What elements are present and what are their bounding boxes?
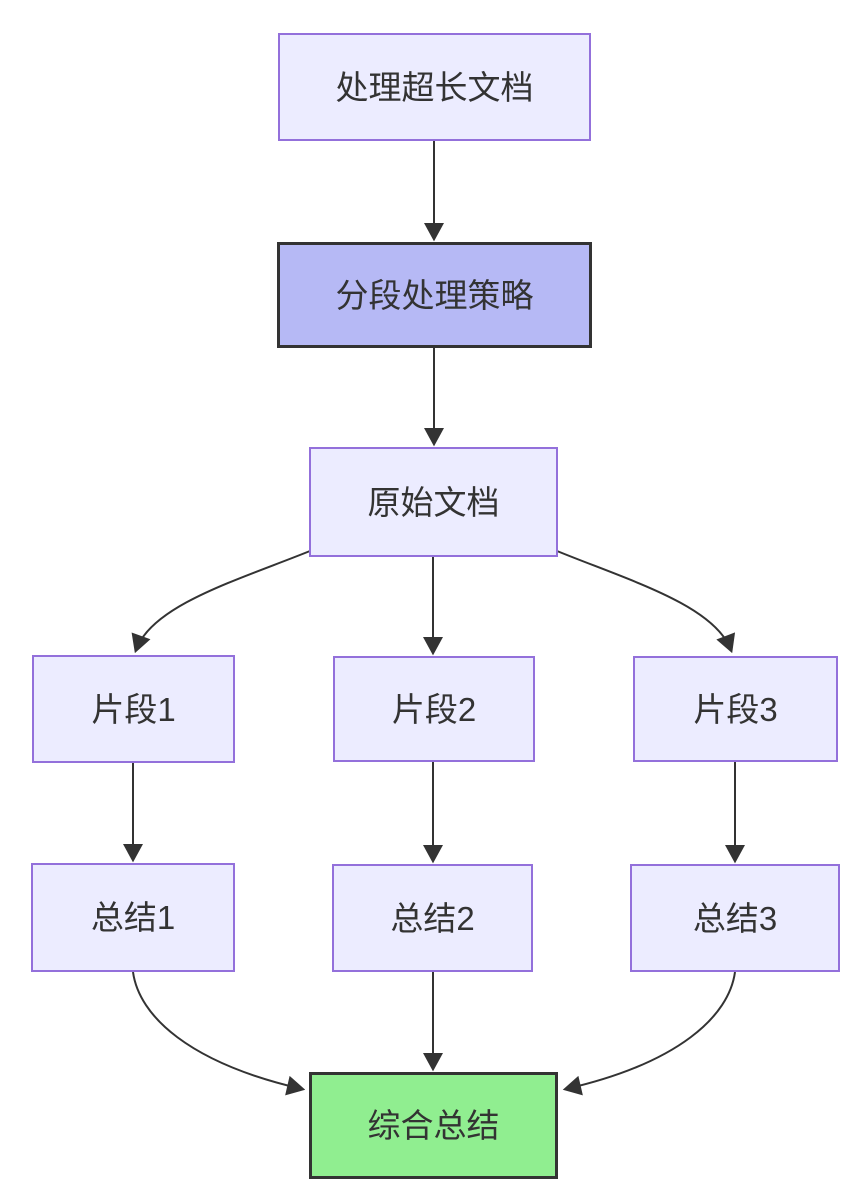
edge-summary1-to-final xyxy=(132,971,306,1096)
node-strategy: 分段处理策略 xyxy=(277,242,592,348)
node-summary-2: 总结2 xyxy=(332,864,533,972)
edge-summary3-to-final xyxy=(562,971,736,1096)
node-strategy-label: 分段处理策略 xyxy=(335,276,534,314)
node-chunk-1-label: 片段1 xyxy=(91,690,176,728)
edge-source-to-chunk3 xyxy=(556,550,736,654)
node-summary-1: 总结1 xyxy=(31,863,235,972)
node-summary-3-label: 总结3 xyxy=(692,899,778,937)
node-chunk-3-label: 片段3 xyxy=(693,690,778,728)
node-start: 处理超长文档 xyxy=(278,33,591,141)
node-chunk-1: 片段1 xyxy=(32,655,235,763)
node-source-doc-label: 原始文档 xyxy=(367,483,500,521)
node-summary-2-label: 总结2 xyxy=(390,899,475,937)
node-final-summary-label: 综合总结 xyxy=(367,1107,500,1144)
node-chunk-2: 片段2 xyxy=(333,656,535,762)
node-summary-1-label: 总结1 xyxy=(90,899,176,936)
node-summary-3: 总结3 xyxy=(630,864,840,972)
node-final-summary: 综合总结 xyxy=(309,1072,558,1179)
node-source-doc: 原始文档 xyxy=(309,447,558,557)
node-start-label: 处理超长文档 xyxy=(335,68,534,106)
edge-source-to-chunk1 xyxy=(131,550,311,654)
node-chunk-2-label: 片段2 xyxy=(391,690,477,728)
node-chunk-3: 片段3 xyxy=(633,656,838,762)
